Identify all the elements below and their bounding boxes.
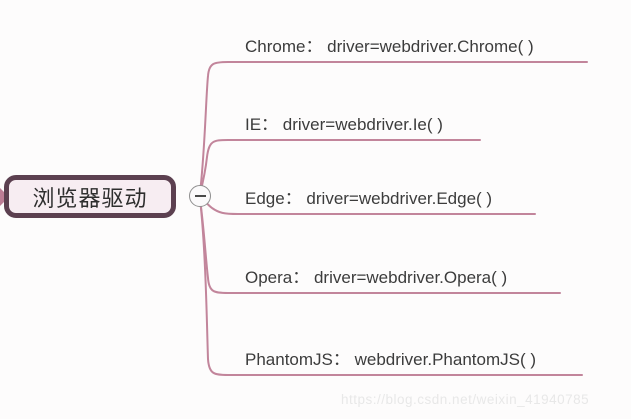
branch-curve-ie xyxy=(199,139,481,195)
branch-node-ie[interactable]: IE： driver=webdriver.Ie( ) xyxy=(245,115,443,134)
minus-icon xyxy=(194,195,206,197)
collapse-button[interactable] xyxy=(189,185,211,207)
branch-curve-chrome xyxy=(199,61,588,194)
branch-node-phantomjs[interactable]: PhantomJS： webdriver.PhantomJS( ) xyxy=(245,350,537,369)
watermark-text: https://blog.csdn.net/weixin_41940785 xyxy=(341,392,590,407)
root-node-label: 浏览器驱动 xyxy=(32,185,148,211)
root-node[interactable]: 浏览器驱动 xyxy=(4,175,176,218)
branch-node-edge[interactable]: Edge： driver=webdriver.Edge( ) xyxy=(245,189,493,208)
branch-node-chrome[interactable]: Chrome： driver=webdriver.Chrome( ) xyxy=(245,37,534,56)
branch-node-opera[interactable]: Opera： driver=webdriver.Opera( ) xyxy=(245,268,508,287)
branch-curve-phantomjs xyxy=(199,198,583,376)
